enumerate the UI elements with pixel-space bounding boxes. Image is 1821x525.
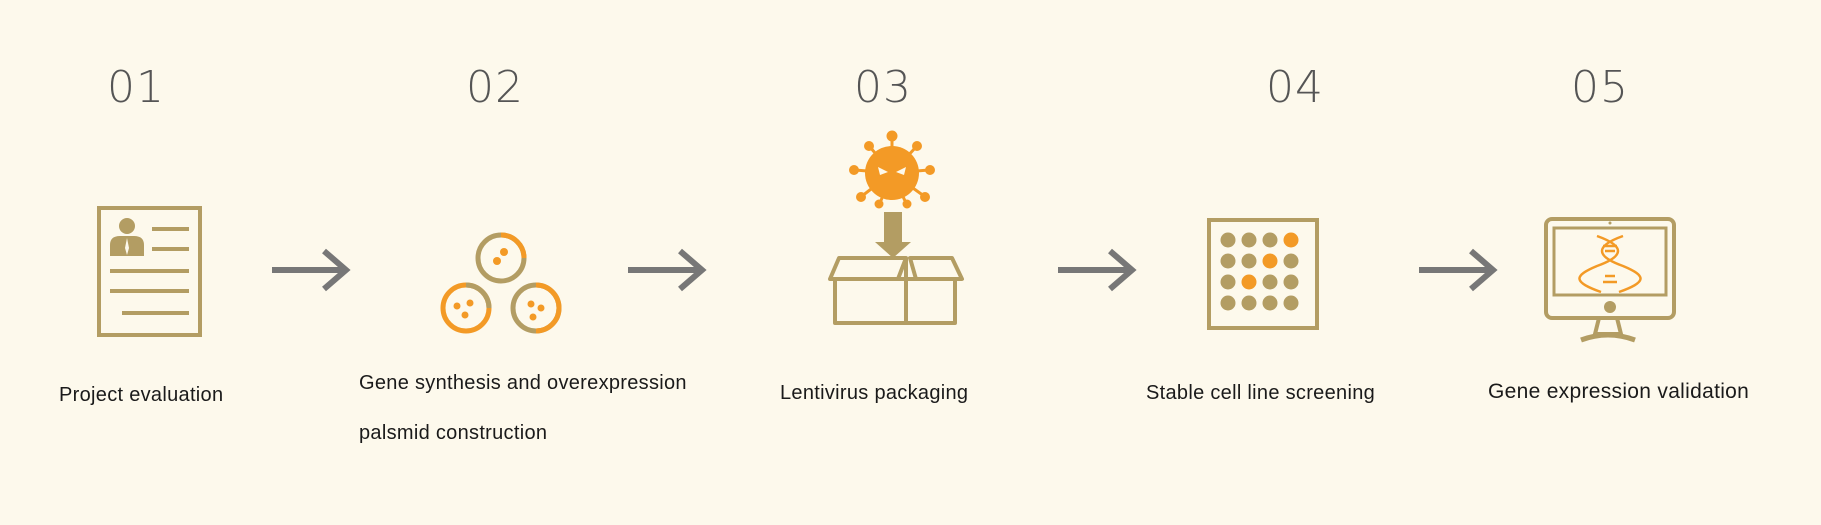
- arrow-right-icon: [1058, 248, 1137, 292]
- well-dot: [1241, 253, 1257, 269]
- monitor-dna-icon: [1544, 217, 1676, 343]
- arrow-right-icon: [628, 248, 707, 292]
- well-dot: [1241, 295, 1257, 311]
- well-dot: [1283, 295, 1299, 311]
- well-dot: [1220, 295, 1236, 311]
- arrow-right-icon: [272, 248, 351, 292]
- well-dot: [1283, 232, 1299, 248]
- step-number-05: 05: [1571, 62, 1629, 113]
- virus-into-box-icon: [828, 130, 964, 325]
- well-dot: [1262, 274, 1278, 290]
- step-label-gene-expression: Gene expression validation: [1488, 380, 1750, 403]
- well-plate-icon: [1207, 218, 1319, 330]
- well-dot: [1283, 274, 1299, 290]
- step-label-project-evaluation: Project evaluation: [59, 384, 224, 406]
- well-dot: [1262, 295, 1278, 311]
- well-dot: [1220, 253, 1236, 269]
- cells-petri-icon: [440, 232, 562, 334]
- step-number-03: 03: [854, 62, 912, 113]
- step-number-02: 02: [466, 62, 524, 113]
- well-dot: [1220, 232, 1236, 248]
- resume-document-icon: [97, 206, 202, 337]
- step-label-gene-synthesis-line1: Gene synthesis and overexpression: [359, 372, 687, 394]
- well-dot: [1283, 253, 1299, 269]
- well-dot: [1241, 232, 1257, 248]
- step-label-gene-synthesis-line2: palsmid construction: [359, 422, 548, 444]
- well-dot: [1241, 274, 1257, 290]
- step-number-04: 04: [1266, 62, 1324, 113]
- well-dot: [1220, 274, 1236, 290]
- well-dot: [1262, 253, 1278, 269]
- arrow-right-icon: [1419, 248, 1498, 292]
- well-dot: [1262, 232, 1278, 248]
- step-label-stable-cell-line: Stable cell line screening: [1146, 382, 1376, 404]
- step-label-lentivirus-packaging: Lentivirus packaging: [780, 382, 969, 404]
- step-number-01: 01: [107, 62, 165, 113]
